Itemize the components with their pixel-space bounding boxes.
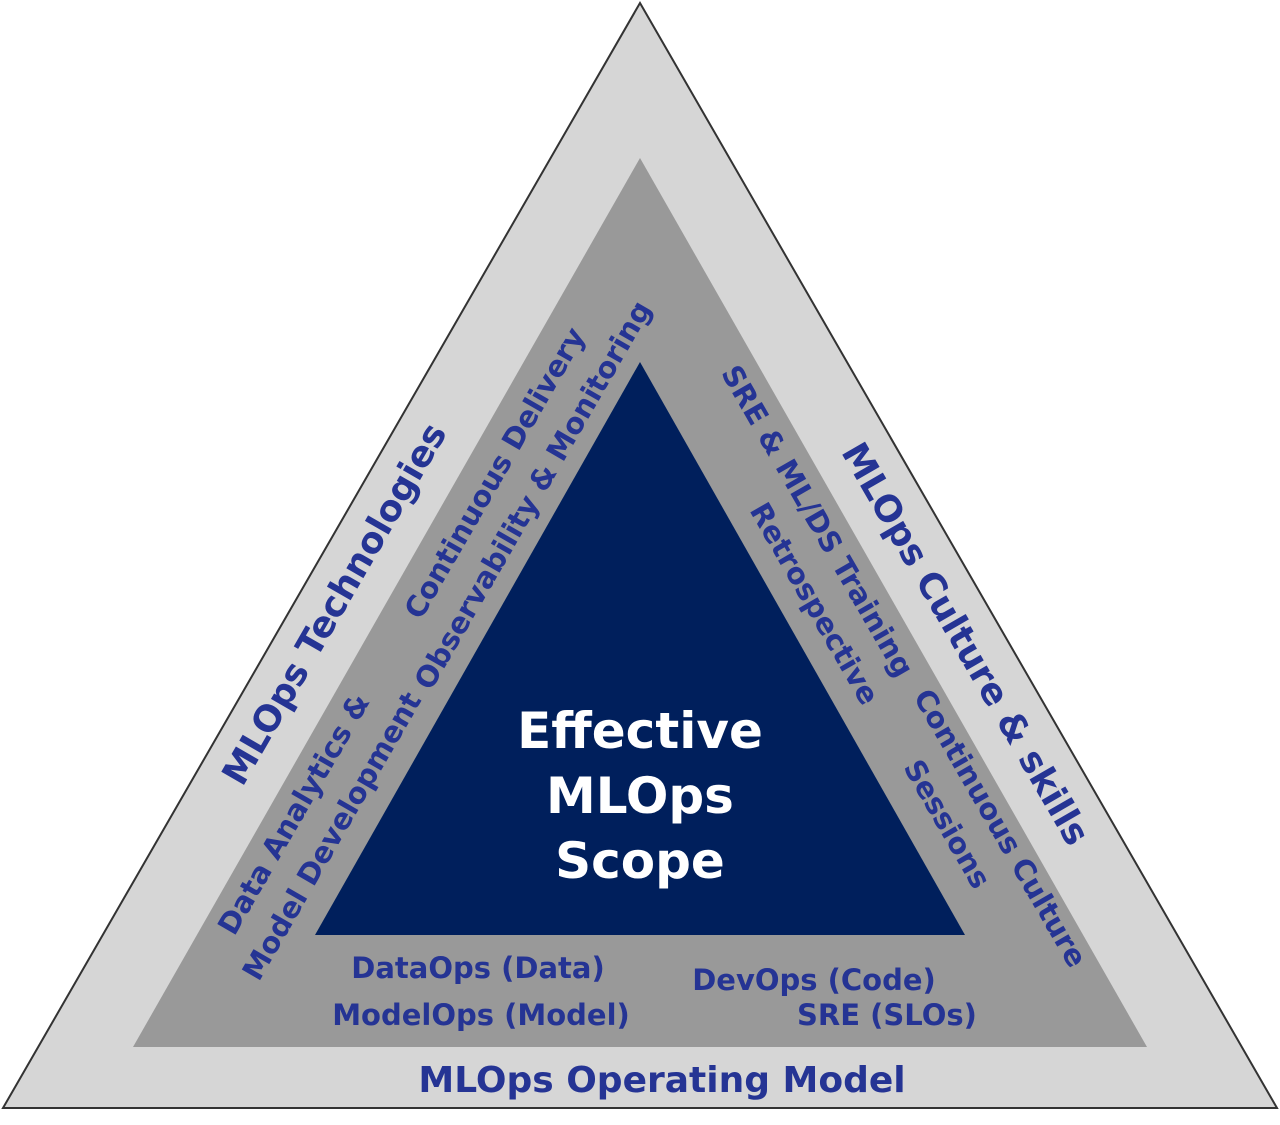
outer-bottom-label: MLOps Operating Model <box>418 1060 905 1101</box>
center-line-3: Scope <box>555 832 725 890</box>
devops-label: DevOps (Code) <box>692 963 936 997</box>
center-line-2: MLOps <box>546 767 734 825</box>
inner-triangle <box>315 362 965 935</box>
dataops-label: DataOps (Data) <box>351 951 604 985</box>
center-line-1: Effective <box>517 702 763 760</box>
sre-slos-label: SRE (SLOs) <box>797 998 977 1032</box>
modelops-label: ModelOps (Model) <box>332 998 630 1032</box>
